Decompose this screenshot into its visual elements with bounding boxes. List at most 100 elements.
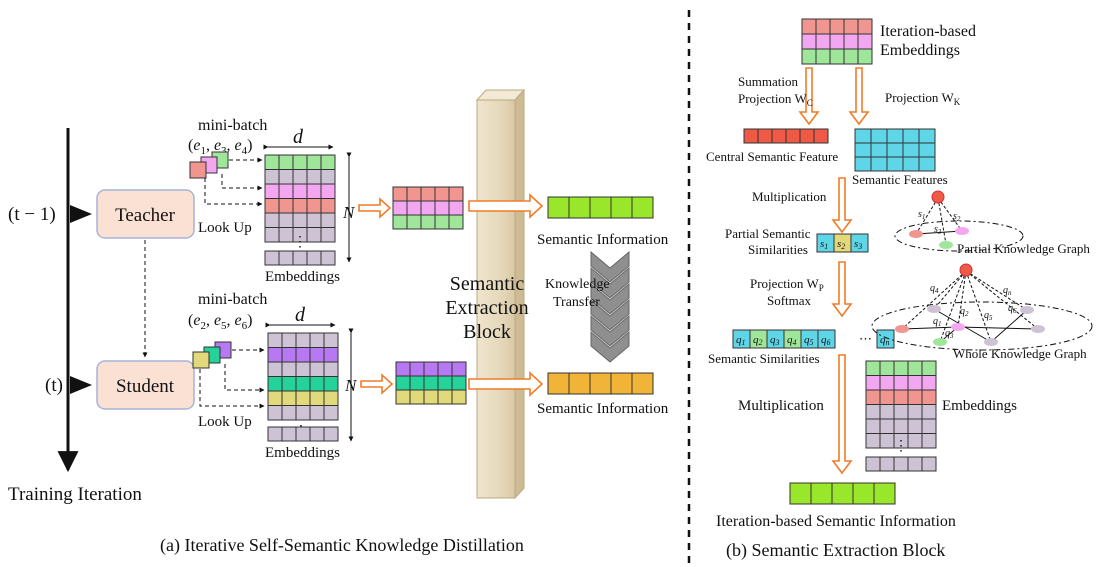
time-cur-label: (t): [45, 375, 63, 396]
teacher-output-cell: [568, 196, 591, 219]
teacher-embedding-cell: [264, 198, 280, 214]
student-batch-cell: [451, 375, 467, 391]
teacher-batch-matrix: [392, 186, 464, 230]
student-block-arrow: [468, 371, 544, 397]
teacher-embedding-cell: [306, 212, 322, 228]
right-embeddings-last-row: [865, 456, 937, 472]
teacher-embedding-cell: [264, 183, 280, 199]
student-batch-cell: [423, 375, 439, 391]
semantic-extraction-block: [475, 88, 526, 500]
teacher-embedding-cell: [306, 227, 322, 243]
iteration-embedding-cell: [829, 33, 845, 50]
teacher-n-label: N: [342, 203, 356, 222]
right-embedding-cell: [865, 375, 881, 391]
semantic-similarity-last-cell: qn: [876, 329, 895, 349]
teacher-embedding-cell: [292, 250, 308, 266]
iteration-embeddings-line1: Iteration-based: [880, 23, 976, 40]
student-embedding-cell: [267, 390, 283, 406]
right-embedding-cell: [879, 404, 895, 420]
teacher-batch-cell: [406, 186, 422, 202]
student-embedding-cell: [295, 332, 311, 348]
student-embedding-cell: [323, 361, 339, 377]
right-embedding-cell: [879, 433, 895, 449]
teacher-embedding-cell: [320, 154, 336, 170]
iteration-embedding-cell: [857, 48, 873, 65]
final-output-cell: [789, 482, 812, 505]
student-lookup-arrows: [199, 347, 265, 409]
student-embedding-cell: [323, 405, 339, 421]
teacher-semantic-output: [547, 196, 654, 219]
projection-k-arrow: [848, 67, 870, 126]
teacher-output-cell: [610, 196, 633, 219]
teacher-output-cell: [589, 196, 612, 219]
iteration-embedding-cell: [815, 18, 831, 35]
student-batch-cell: [409, 375, 425, 391]
teacher-embedding-cell: [292, 154, 308, 170]
right-embedding-cell: [893, 375, 909, 391]
iteration-embedding-cell: [801, 18, 817, 35]
teacher-d-label: d: [293, 126, 304, 148]
knowledge-transfer-arrow: [590, 250, 630, 363]
right-embedding-cell: [893, 456, 909, 472]
student-embedding-cell: [281, 426, 297, 442]
semantic-feature-cell: [854, 128, 872, 144]
right-embedding-cell: [921, 404, 937, 420]
teacher-block-arrow: [468, 193, 544, 219]
student-embedding-cell: [323, 426, 339, 442]
student-embedding-cell: [267, 347, 283, 363]
right-embedding-cell: [865, 360, 881, 376]
right-embedding-cell: [865, 433, 881, 449]
teacher-to-batch-arrow: [358, 197, 392, 219]
semantic-feature-cell: [902, 128, 920, 144]
right-embedding-cell: [879, 456, 895, 472]
svg-text:q6: q6: [1008, 303, 1017, 315]
semantic-feature-cell: [870, 128, 888, 144]
teacher-batch-cell: [406, 214, 422, 230]
summation-line2: Projection WC: [738, 91, 813, 108]
student-embedding-cell: [267, 376, 283, 392]
student-embedding-cell: [295, 390, 311, 406]
student-output-cell: [631, 372, 654, 395]
partial-similarity-text: s2: [837, 238, 845, 251]
student-embedding-cell: [309, 361, 325, 377]
teacher-embedding-cell: [306, 183, 322, 199]
student-embeddings-label: Embeddings: [265, 445, 340, 461]
semantic-feature-cell: [886, 156, 904, 172]
teacher-embedding-cell: [320, 169, 336, 185]
right-embedding-cell: [865, 389, 881, 405]
student-embedding-cell: [295, 361, 311, 377]
teacher-embedding-cell: [306, 250, 322, 266]
student-batch-cell: [395, 389, 411, 405]
iteration-embeddings-matrix: [801, 18, 873, 65]
semantic-feature-cell: [854, 156, 872, 172]
projection-k-label: Projection WK: [885, 90, 961, 107]
teacher-embedding-cell: [320, 227, 336, 243]
iteration-embedding-cell: [829, 48, 845, 65]
right-embedding-cell: [865, 418, 881, 434]
student-embedding-cell: [295, 376, 311, 392]
semantic-similarity-text: qn: [880, 334, 890, 347]
student-batch-cell: [395, 375, 411, 391]
right-embedding-cell: [907, 389, 923, 405]
iteration-embedding-cell: [843, 48, 859, 65]
teacher-embedding-cell: [264, 154, 280, 170]
student-embedding-cell: [309, 405, 325, 421]
iteration-embedding-cell: [801, 48, 817, 65]
teacher-minibatch-stack: [189, 151, 229, 179]
teacher-embedding-cell: [278, 212, 294, 228]
student-embedding-cell: [281, 361, 297, 377]
iteration-embedding-cell: [815, 48, 831, 65]
student-embedding-cell: [281, 332, 297, 348]
student-to-batch-arrow: [360, 373, 394, 395]
iteration-embedding-cell: [857, 18, 873, 35]
semantic-similarities-label: Semantic Similarities: [708, 351, 820, 366]
right-embedding-cell: [907, 456, 923, 472]
right-embedding-cell: [893, 418, 909, 434]
semantic-similarity-text: q3: [770, 334, 780, 347]
student-output-cell: [568, 372, 591, 395]
student-embedding-cell: [267, 426, 283, 442]
timeline-label: Training Iteration: [8, 484, 142, 505]
student-embedding-cell: [309, 426, 325, 442]
teacher-embedding-cell: [278, 183, 294, 199]
